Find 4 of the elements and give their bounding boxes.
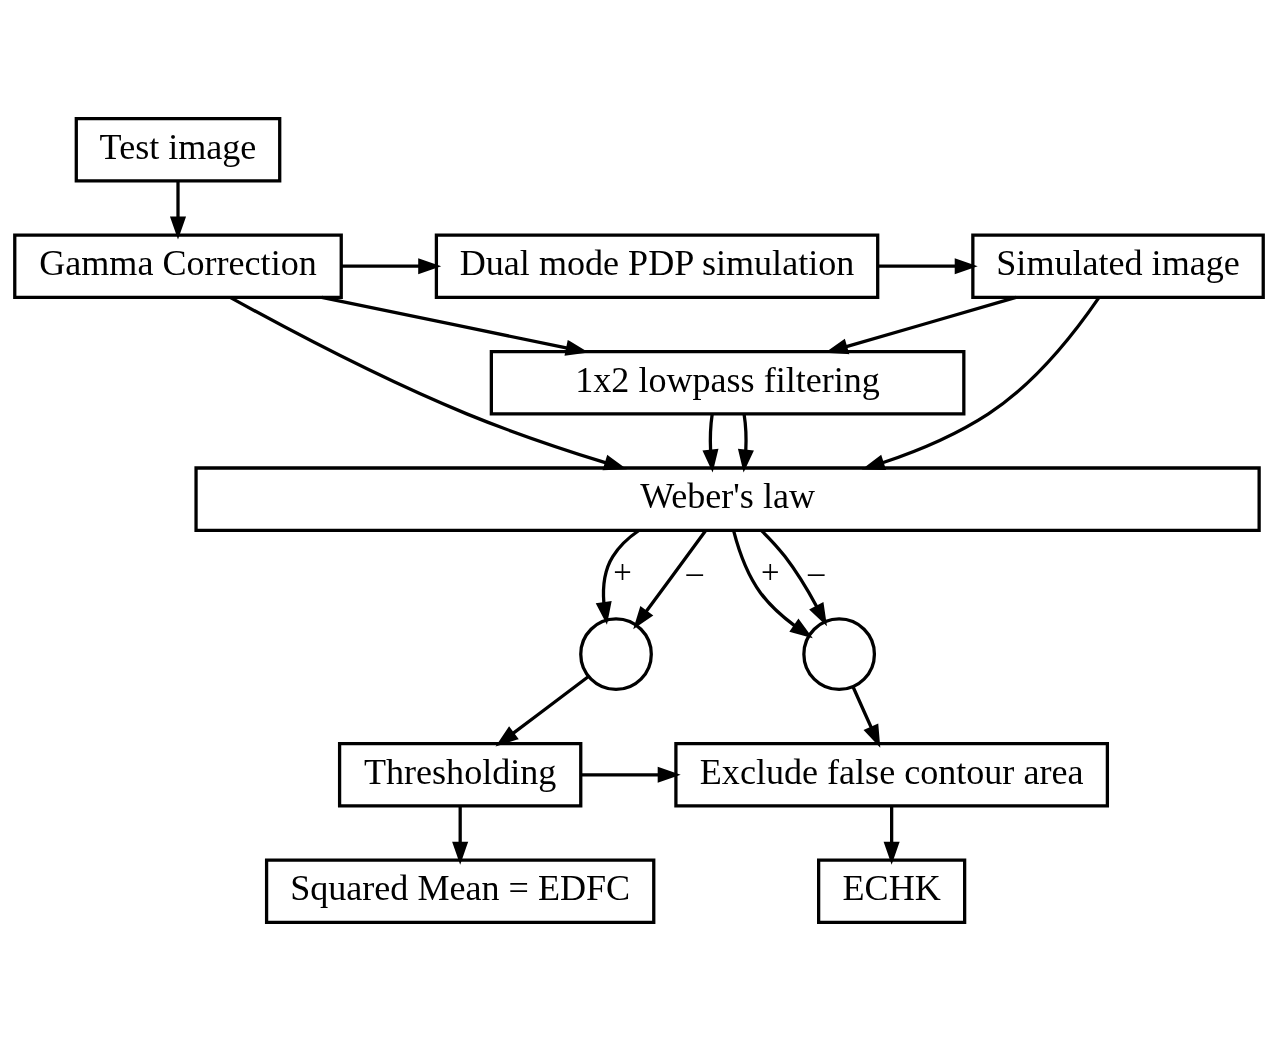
edge-label: – — [807, 553, 825, 590]
edge-label: + — [613, 553, 632, 590]
edge-label: + — [760, 553, 780, 590]
edge-label: – — [686, 553, 703, 590]
